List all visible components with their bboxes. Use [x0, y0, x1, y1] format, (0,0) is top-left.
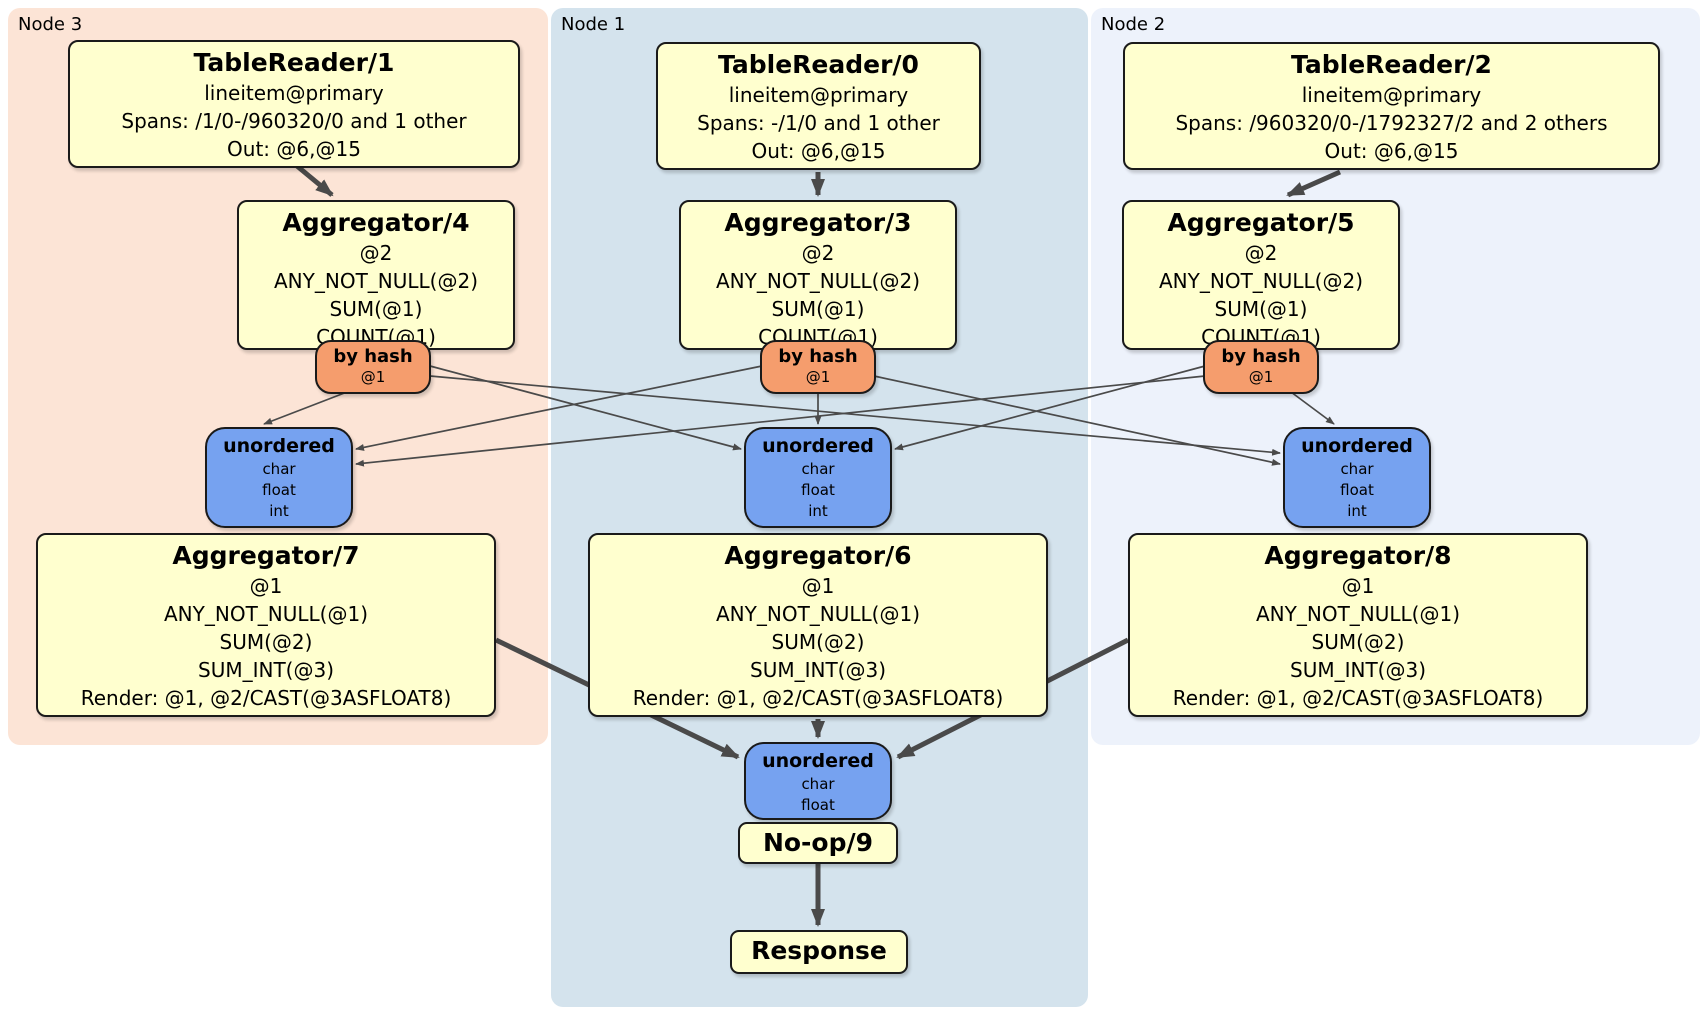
region-label-node-2: Node 2 [1101, 14, 1166, 35]
processor-tablereader-2: TableReader/2 lineitem@primary Spans: /9… [1123, 42, 1660, 170]
region-label-node-3: Node 3 [18, 14, 83, 35]
processor-title: Aggregator/5 [1167, 208, 1355, 237]
processor-title: Aggregator/4 [282, 208, 470, 237]
processor-title: TableReader/0 [718, 50, 919, 79]
processor-aggregator-8: Aggregator/8 @1 ANY_NOT_NULL(@1) SUM(@2)… [1128, 533, 1588, 717]
processor-aggregator-6: Aggregator/6 @1 ANY_NOT_NULL(@1) SUM(@2)… [588, 533, 1048, 717]
router-by-hash-node3: by hash @1 [315, 340, 431, 394]
processor-title: Aggregator/3 [724, 208, 912, 237]
processor-title: No-op/9 [762, 828, 874, 857]
processor-title: Aggregator/8 [1264, 541, 1452, 570]
processor-title: Aggregator/6 [724, 541, 912, 570]
sync-unordered-node1: unordered char float int [744, 427, 892, 528]
processor-response: Response [730, 930, 908, 974]
processor-aggregator-3: Aggregator/3 @2 ANY_NOT_NULL(@2) SUM(@1)… [679, 200, 957, 350]
processor-aggregator-5: Aggregator/5 @2 ANY_NOT_NULL(@2) SUM(@1)… [1122, 200, 1400, 350]
processor-noop-9: No-op/9 [738, 822, 898, 864]
processor-aggregator-7: Aggregator/7 @1 ANY_NOT_NULL(@1) SUM(@2)… [36, 533, 496, 717]
sync-unordered-node3: unordered char float int [205, 427, 353, 528]
processor-title: TableReader/2 [1291, 50, 1492, 79]
processor-tablereader-1: TableReader/1 lineitem@primary Spans: /1… [68, 40, 520, 168]
region-label-node-1: Node 1 [561, 14, 626, 35]
processor-tablereader-0: TableReader/0 lineitem@primary Spans: -/… [656, 42, 981, 170]
processor-title: Response [751, 936, 887, 965]
router-by-hash-node1: by hash @1 [760, 340, 876, 394]
sync-unordered-node2: unordered char float int [1283, 427, 1431, 528]
processor-title: Aggregator/7 [172, 541, 360, 570]
processor-title: TableReader/1 [193, 48, 395, 77]
processor-aggregator-4: Aggregator/4 @2 ANY_NOT_NULL(@2) SUM(@1)… [237, 200, 515, 350]
sync-unordered-final: unordered char float [744, 742, 892, 820]
router-by-hash-node2: by hash @1 [1203, 340, 1319, 394]
